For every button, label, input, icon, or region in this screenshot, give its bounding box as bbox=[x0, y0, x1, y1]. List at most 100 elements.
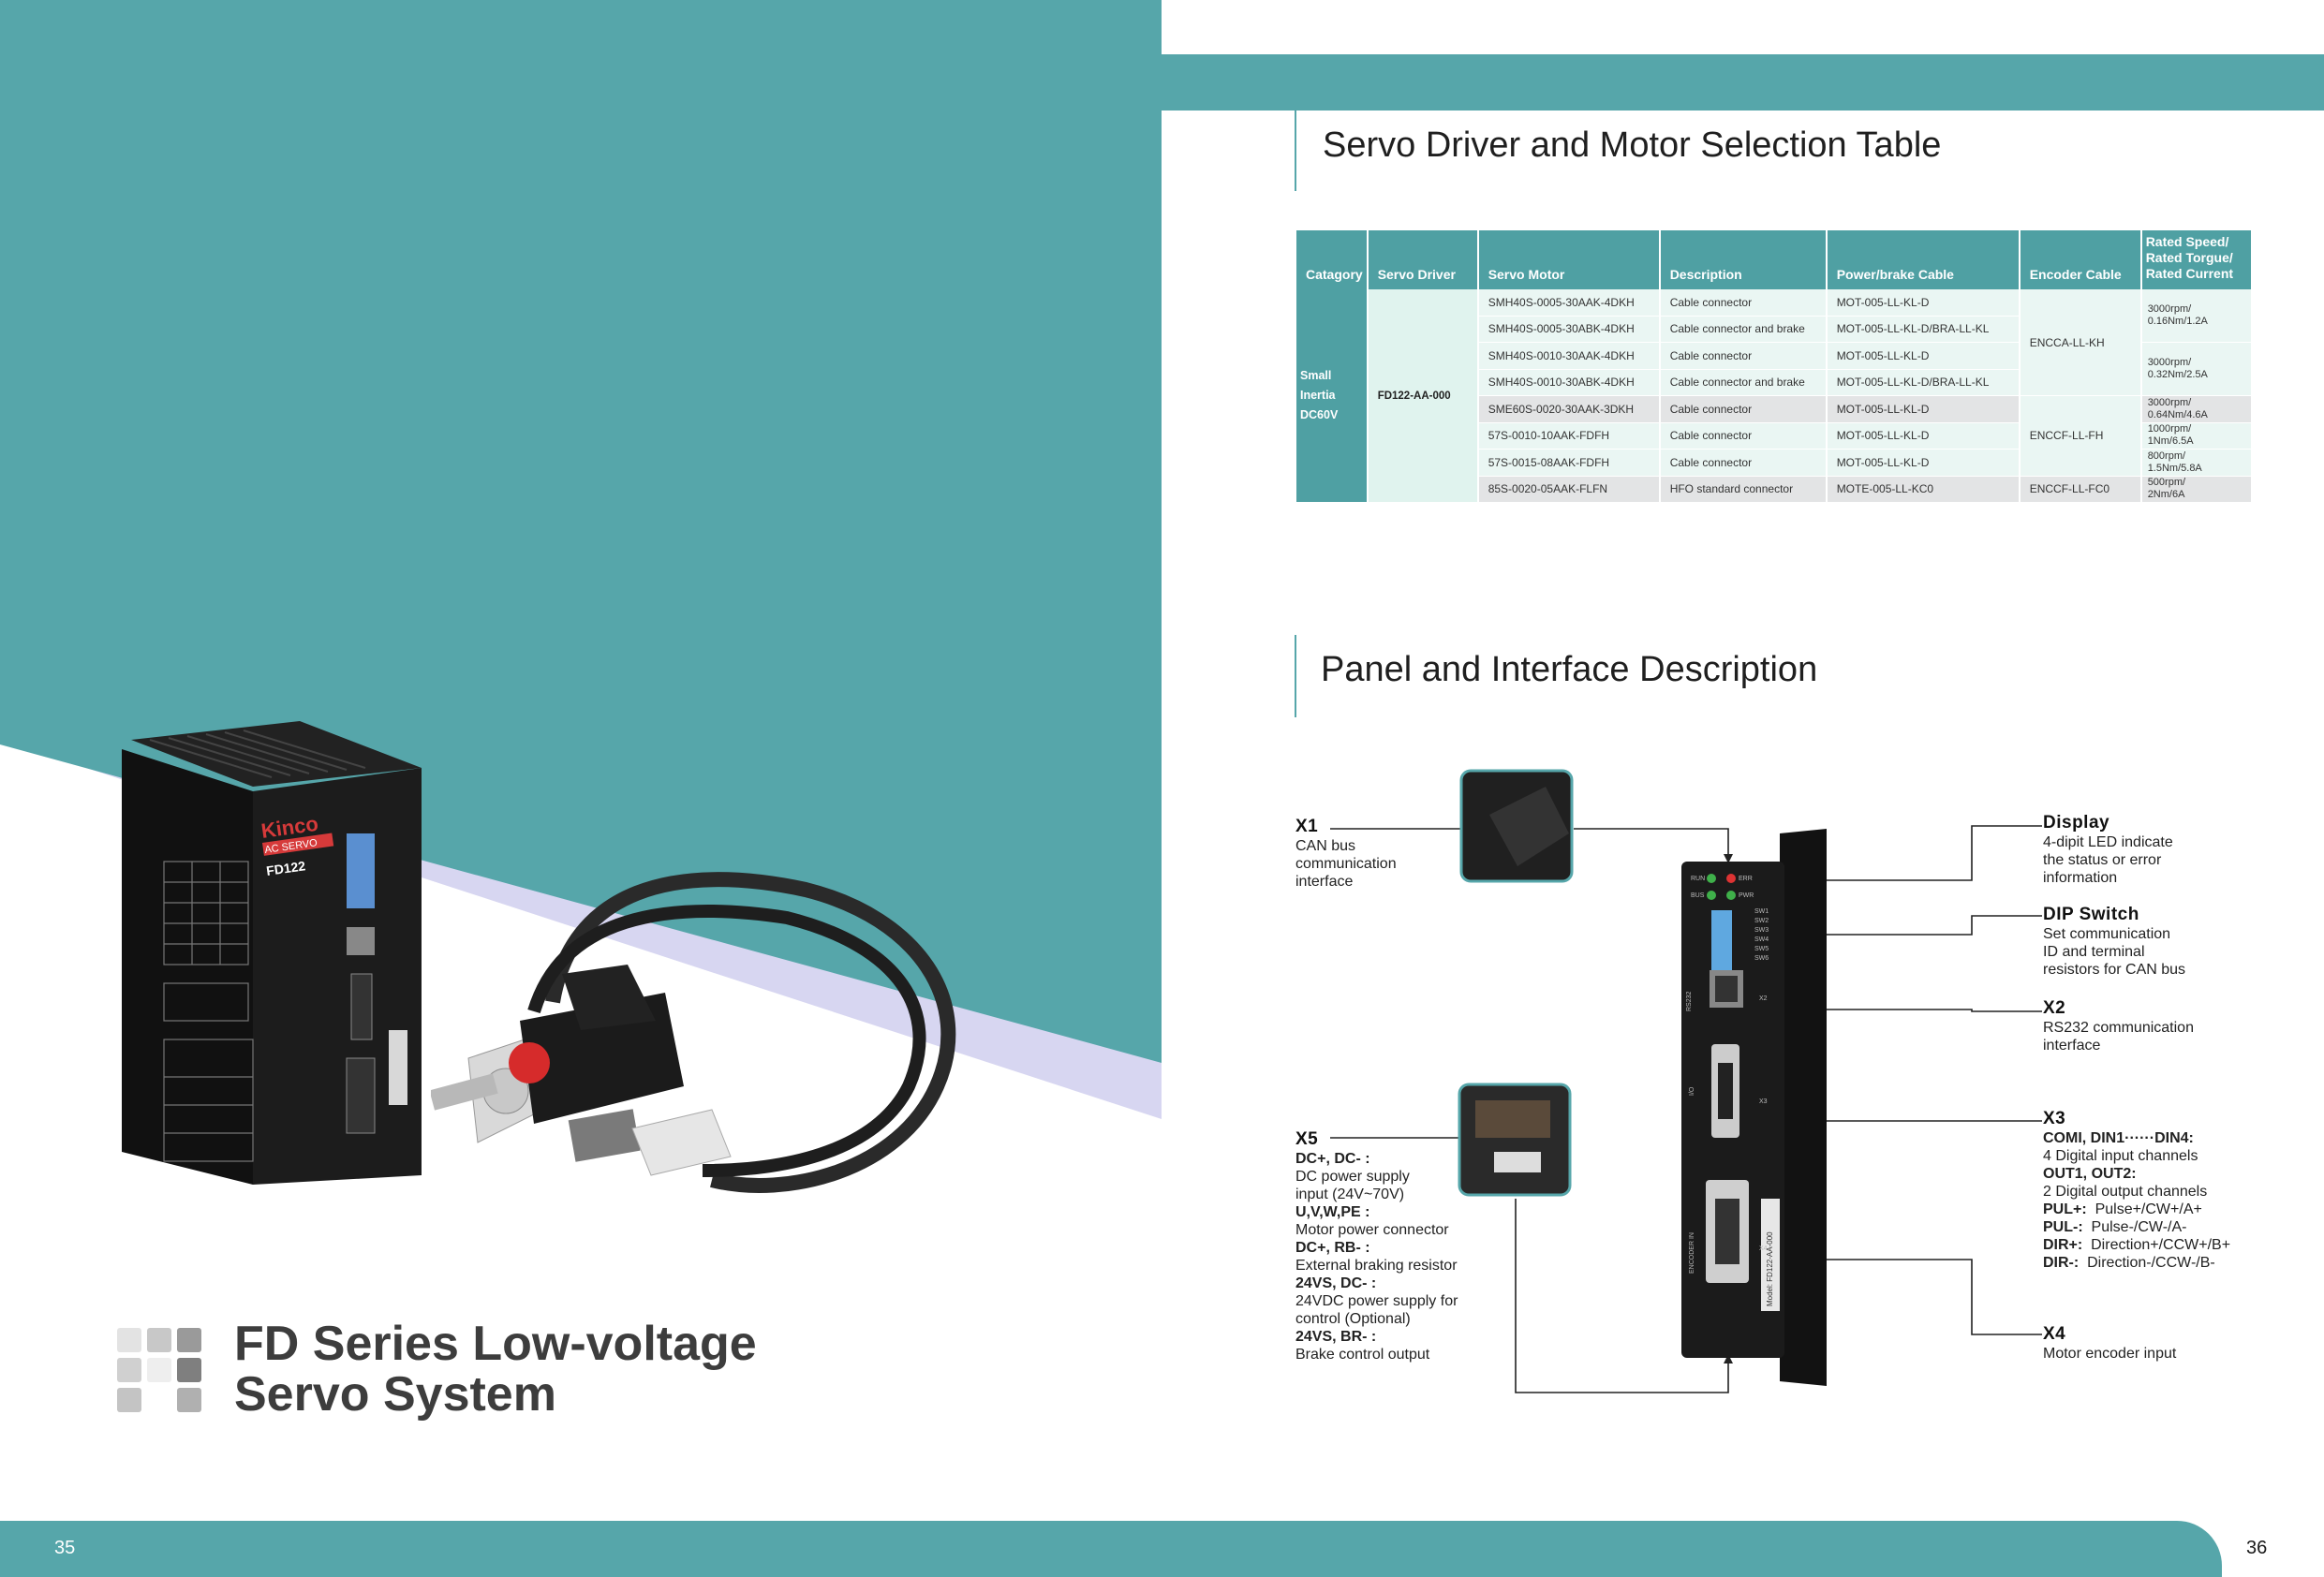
x2-title: X2 bbox=[2043, 998, 2066, 1018]
series-title-line2: Servo System bbox=[234, 1367, 556, 1422]
table-row: Small Inertia DC60V FD122-AA-000 SMH40S-… bbox=[1296, 289, 2253, 503]
svg-text:SW2: SW2 bbox=[1754, 918, 1769, 924]
speed-cell: 3000rpm/0.16Nm/1.2A bbox=[2140, 289, 2253, 343]
x3-title: X3 bbox=[2043, 1109, 2066, 1128]
cable-cell: MOT-005-LL-KL-D bbox=[1826, 289, 2021, 317]
category-line: Inertia bbox=[1300, 389, 1336, 402]
col-header-description: Description bbox=[1659, 230, 1828, 289]
nameplate-text: Model: FD122-AA-000 bbox=[1766, 1231, 1774, 1306]
speed-cell: 500rpm/2Nm/6A bbox=[2140, 476, 2253, 503]
motor-cell: 57S-0010-10AAK-FDFH bbox=[1477, 422, 1661, 450]
speed-cell: 1000rpm/1Nm/6.5A bbox=[2140, 422, 2253, 450]
x4-device-label: X4 bbox=[1759, 1245, 1768, 1252]
motor-cell: SMH40S-0010-30ABK-4DKH bbox=[1477, 369, 1661, 396]
page-number-right: 36 bbox=[2246, 1538, 2268, 1558]
motor-cell: SMH40S-0010-30AAK-4DKH bbox=[1477, 342, 1661, 370]
table-row: SME60S-0020-30AAK-3DKH Cable connector M… bbox=[1296, 395, 2253, 477]
encoder-in-label: ENCODER IN bbox=[1689, 1232, 1695, 1274]
display-title: Display bbox=[2043, 813, 2110, 833]
cable-cell: MOT-005-LL-KL-D bbox=[1826, 449, 2021, 477]
dip-switch-title: DIP Switch bbox=[2043, 905, 2139, 924]
right-page-header-bar bbox=[1162, 54, 2324, 111]
x3-device-label: X3 bbox=[1759, 1098, 1768, 1105]
desc-cell: Cable connector and brake bbox=[1659, 316, 1828, 343]
x4-annotation: X4 Motor encoder input bbox=[2043, 1324, 2177, 1362]
table-row: 57S-0010-10AAK-FDFH Cable connector MOT-… bbox=[1296, 422, 2253, 450]
x2-annotation: X2 RS232 communication interface bbox=[2043, 998, 2194, 1054]
cable-cell: MOTE-005-LL-KC0 bbox=[1826, 476, 2021, 503]
table-title-rule bbox=[1295, 111, 1296, 191]
panel-title-rule bbox=[1295, 635, 1296, 717]
col-header-power-cable: Power/brake Cable bbox=[1826, 230, 2021, 289]
driver-model-text: FD122 bbox=[265, 858, 306, 878]
dip-switch-annotation: DIP Switch Set communication ID and term… bbox=[2043, 905, 2186, 978]
table-row: 57S-0015-08AAK-FDFH Cable connector MOT-… bbox=[1296, 449, 2253, 477]
err-label: ERR bbox=[1739, 876, 1753, 882]
category-line: DC60V bbox=[1300, 408, 1339, 421]
svg-text:SW3: SW3 bbox=[1754, 927, 1769, 934]
col-header-rated: Rated Speed/ Rated Torgue/ Rated Current bbox=[2140, 230, 2253, 289]
motor-cell: 85S-0020-05AAK-FLFN bbox=[1477, 476, 1661, 503]
desc-cell: HFO standard connector bbox=[1659, 476, 1828, 503]
category-cell: Small Inertia DC60V bbox=[1296, 289, 1369, 503]
motor-cell: 57S-0015-08AAK-FDFH bbox=[1477, 449, 1661, 477]
category-line: Small bbox=[1300, 369, 1332, 382]
encoder-cell: ENCCF-LL-FH bbox=[2019, 395, 2142, 477]
brand-logo bbox=[117, 1328, 201, 1412]
desc-cell: Cable connector and brake bbox=[1659, 369, 1828, 396]
svg-text:SW1: SW1 bbox=[1754, 908, 1769, 915]
pwr-label: PWR bbox=[1739, 892, 1754, 899]
table-row: 85S-0020-05AAK-FLFN HFO standard connect… bbox=[1296, 476, 2253, 503]
cable-cell: MOT-005-LL-KL-D/BRA-LL-KL bbox=[1826, 316, 2021, 343]
cable-cell: MOT-005-LL-KL-D bbox=[1826, 395, 2021, 423]
svg-text:SW5: SW5 bbox=[1754, 946, 1769, 952]
servo-driver-photo: Kinco AC SERVO FD122 bbox=[122, 721, 422, 1185]
series-title: FD Series Low-voltage Servo System bbox=[234, 1319, 757, 1420]
col-header-category: Catagory bbox=[1296, 230, 1369, 289]
table-row: SMH40S-0005-30ABK-4DKH Cable connector a… bbox=[1296, 316, 2252, 343]
svg-text:SW4: SW4 bbox=[1754, 936, 1769, 943]
cable-cell: MOT-005-LL-KL-D/BRA-LL-KL bbox=[1826, 369, 2021, 396]
speed-cell: 3000rpm/0.64Nm/4.6A bbox=[2140, 395, 2253, 423]
cable-cell: MOT-005-LL-KL-D bbox=[1826, 422, 2021, 450]
x1-title: X1 bbox=[1295, 817, 1319, 836]
encoder-cell: ENCCA-LL-KH bbox=[2019, 289, 2142, 396]
motor-cell: SMH40S-0005-30AAK-4DKH bbox=[1477, 289, 1661, 317]
desc-cell: Cable connector bbox=[1659, 289, 1828, 317]
driver-cell: FD122-AA-000 bbox=[1367, 289, 1479, 503]
svg-text:SW6: SW6 bbox=[1754, 955, 1769, 962]
desc-cell: Cable connector bbox=[1659, 342, 1828, 370]
bus-label: BUS bbox=[1691, 892, 1705, 899]
cable-cell: MOT-005-LL-KL-D bbox=[1826, 342, 2021, 370]
x2-device-label: X2 bbox=[1759, 995, 1768, 1002]
speed-cell: 3000rpm/0.32Nm/2.5A bbox=[2140, 342, 2253, 396]
io-label: I/O bbox=[1689, 1086, 1695, 1096]
series-title-line1: FD Series Low-voltage bbox=[234, 1317, 757, 1371]
x5-title: X5 bbox=[1295, 1129, 1319, 1149]
rs232-label: RS232 bbox=[1686, 991, 1693, 1011]
desc-cell: Cable connector bbox=[1659, 395, 1828, 423]
col-header-motor: Servo Motor bbox=[1477, 230, 1661, 289]
col-header-encoder-cable: Encoder Cable bbox=[2019, 230, 2142, 289]
motor-cell: SME60S-0020-30AAK-3DKH bbox=[1477, 395, 1661, 423]
display-annotation: Display 4-dipit LED indicate the status … bbox=[2043, 813, 2173, 886]
table-row: SMH40S-0010-30ABK-4DKH Cable connector a… bbox=[1296, 369, 2252, 396]
servo-motor-photo bbox=[431, 872, 956, 1193]
desc-cell: Cable connector bbox=[1659, 449, 1828, 477]
col-header-driver: Servo Driver bbox=[1367, 230, 1479, 289]
motor-cell: SMH40S-0005-30ABK-4DKH bbox=[1477, 316, 1661, 343]
selection-table-title: Servo Driver and Motor Selection Table bbox=[1323, 125, 1942, 165]
selection-table: Catagory Servo Driver Servo Motor Descri… bbox=[1296, 230, 2253, 503]
table-row: SMH40S-0010-30AAK-4DKH Cable connector M… bbox=[1296, 342, 2253, 396]
driver-front-panel-diagram: RUN ERR BUS PWR SW1 SW2 SW3 SW4 SW5 SW6 … bbox=[1330, 769, 2042, 1393]
page-number-left: 35 bbox=[54, 1538, 76, 1558]
speed-cell: 800rpm/1.5Nm/5.8A bbox=[2140, 449, 2253, 477]
x4-title: X4 bbox=[2043, 1324, 2066, 1344]
encoder-cell: ENCCF-LL-FC0 bbox=[2019, 476, 2142, 503]
run-label: RUN bbox=[1691, 876, 1705, 882]
panel-section-title: Panel and Interface Description bbox=[1321, 650, 1818, 689]
table-header-row: Catagory Servo Driver Servo Motor Descri… bbox=[1296, 230, 2253, 289]
desc-cell: Cable connector bbox=[1659, 422, 1828, 450]
x3-annotation: X3 COMI, DIN1······DIN4: 4 Digital input… bbox=[2043, 1109, 2231, 1271]
x1-annotation: X1 CAN bus communication interface bbox=[1295, 817, 1397, 890]
